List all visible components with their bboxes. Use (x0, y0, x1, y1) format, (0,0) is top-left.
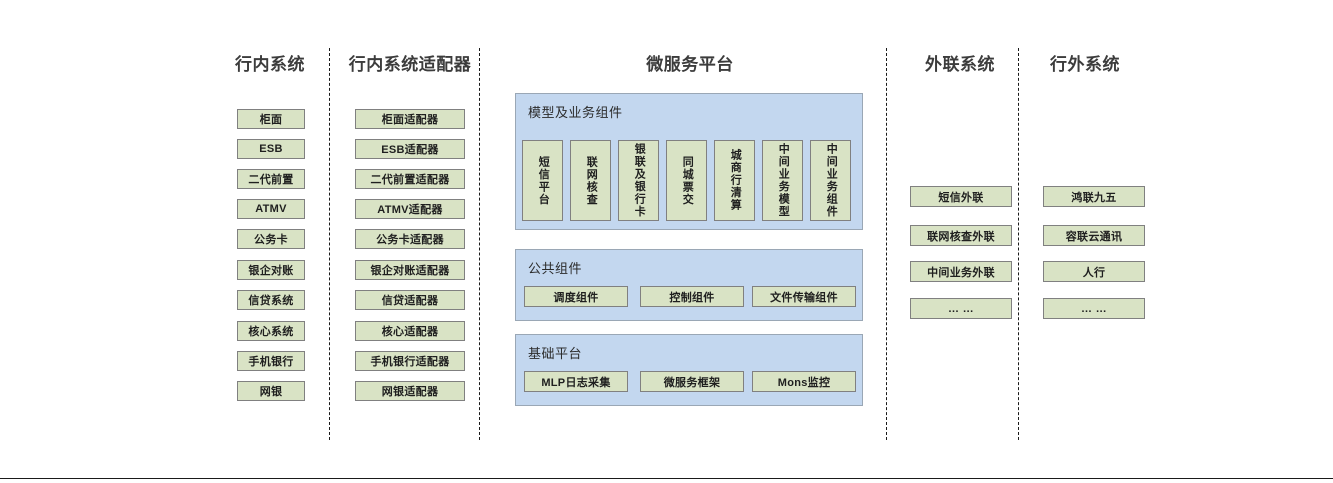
bottom-rule (0, 478, 1333, 479)
node-model-6-label: 中间业务组件 (825, 143, 838, 218)
divider-2 (479, 48, 480, 440)
node-outbank-0[interactable]: 鸿联九五 (1043, 186, 1145, 207)
node-in-bank-4[interactable]: 公务卡 (237, 229, 305, 249)
node-public-2[interactable]: 文件传输组件 (752, 286, 856, 307)
node-in-bank-8[interactable]: 手机银行 (237, 351, 305, 371)
node-in-bank-6[interactable]: 信贷系统 (237, 290, 305, 310)
node-model-1-label: 联网核查 (585, 155, 598, 206)
node-model-6[interactable]: 中间业务组件 (810, 140, 851, 221)
node-external-0[interactable]: 短信外联 (910, 186, 1012, 207)
node-model-4-label: 城商行清算 (729, 149, 742, 212)
node-adapter-1[interactable]: ESB适配器 (355, 139, 465, 159)
node-base-0[interactable]: MLP日志采集 (524, 371, 628, 392)
panel-title-public-components: 公共组件 (528, 261, 583, 276)
panel-title-base-platform: 基础平台 (528, 346, 583, 361)
divider-4 (1018, 48, 1019, 440)
node-in-bank-0[interactable]: 柜面 (237, 109, 305, 129)
column-heading-microservice-platform: 微服务平台 (646, 55, 734, 74)
node-public-1[interactable]: 控制组件 (640, 286, 744, 307)
node-public-0[interactable]: 调度组件 (524, 286, 628, 307)
node-adapter-4[interactable]: 公务卡适配器 (355, 229, 465, 249)
column-heading-in-bank-adapters: 行内系统适配器 (348, 55, 472, 74)
node-outbank-1[interactable]: 容联云通讯 (1043, 225, 1145, 246)
node-in-bank-9[interactable]: 网银 (237, 381, 305, 401)
divider-3 (886, 48, 887, 440)
node-model-2-label: 银联及银行卡 (633, 143, 646, 218)
panel-title-model-business-components: 模型及业务组件 (528, 105, 623, 120)
node-in-bank-2[interactable]: 二代前置 (237, 169, 305, 189)
node-outbank-2[interactable]: 人行 (1043, 261, 1145, 282)
node-model-2[interactable]: 银联及银行卡 (618, 140, 659, 221)
node-in-bank-1[interactable]: ESB (237, 139, 305, 159)
node-outbank-3[interactable]: … … (1043, 298, 1145, 319)
node-base-2[interactable]: Mons监控 (752, 371, 856, 392)
node-adapter-6[interactable]: 信贷适配器 (355, 290, 465, 310)
column-heading-external-link-systems: 外联系统 (925, 55, 995, 74)
node-model-1[interactable]: 联网核查 (570, 140, 611, 221)
node-external-1[interactable]: 联网核查外联 (910, 225, 1012, 246)
node-model-5-label: 中间业务模型 (777, 143, 790, 218)
column-heading-out-of-bank-systems: 行外系统 (1050, 55, 1120, 74)
node-in-bank-7[interactable]: 核心系统 (237, 321, 305, 341)
node-model-4[interactable]: 城商行清算 (714, 140, 755, 221)
node-adapter-9[interactable]: 网银适配器 (355, 381, 465, 401)
node-model-3-label: 同城票交 (681, 155, 694, 206)
panel-public-components: 公共组件 (515, 249, 863, 321)
panel-base-platform: 基础平台 (515, 334, 863, 406)
divider-1 (329, 48, 330, 440)
node-model-0-label: 短信平台 (537, 155, 550, 206)
node-adapter-3[interactable]: ATMV适配器 (355, 199, 465, 219)
node-external-3[interactable]: … … (910, 298, 1012, 319)
node-external-2[interactable]: 中间业务外联 (910, 261, 1012, 282)
column-heading-in-bank-systems: 行内系统 (235, 55, 305, 74)
node-adapter-8[interactable]: 手机银行适配器 (355, 351, 465, 371)
node-in-bank-5[interactable]: 银企对账 (237, 260, 305, 280)
node-model-3[interactable]: 同城票交 (666, 140, 707, 221)
node-model-5[interactable]: 中间业务模型 (762, 140, 803, 221)
node-adapter-7[interactable]: 核心适配器 (355, 321, 465, 341)
node-adapter-0[interactable]: 柜面适配器 (355, 109, 465, 129)
node-base-1[interactable]: 微服务框架 (640, 371, 744, 392)
node-adapter-2[interactable]: 二代前置适配器 (355, 169, 465, 189)
node-in-bank-3[interactable]: ATMV (237, 199, 305, 219)
node-adapter-5[interactable]: 银企对账适配器 (355, 260, 465, 280)
node-model-0[interactable]: 短信平台 (522, 140, 563, 221)
